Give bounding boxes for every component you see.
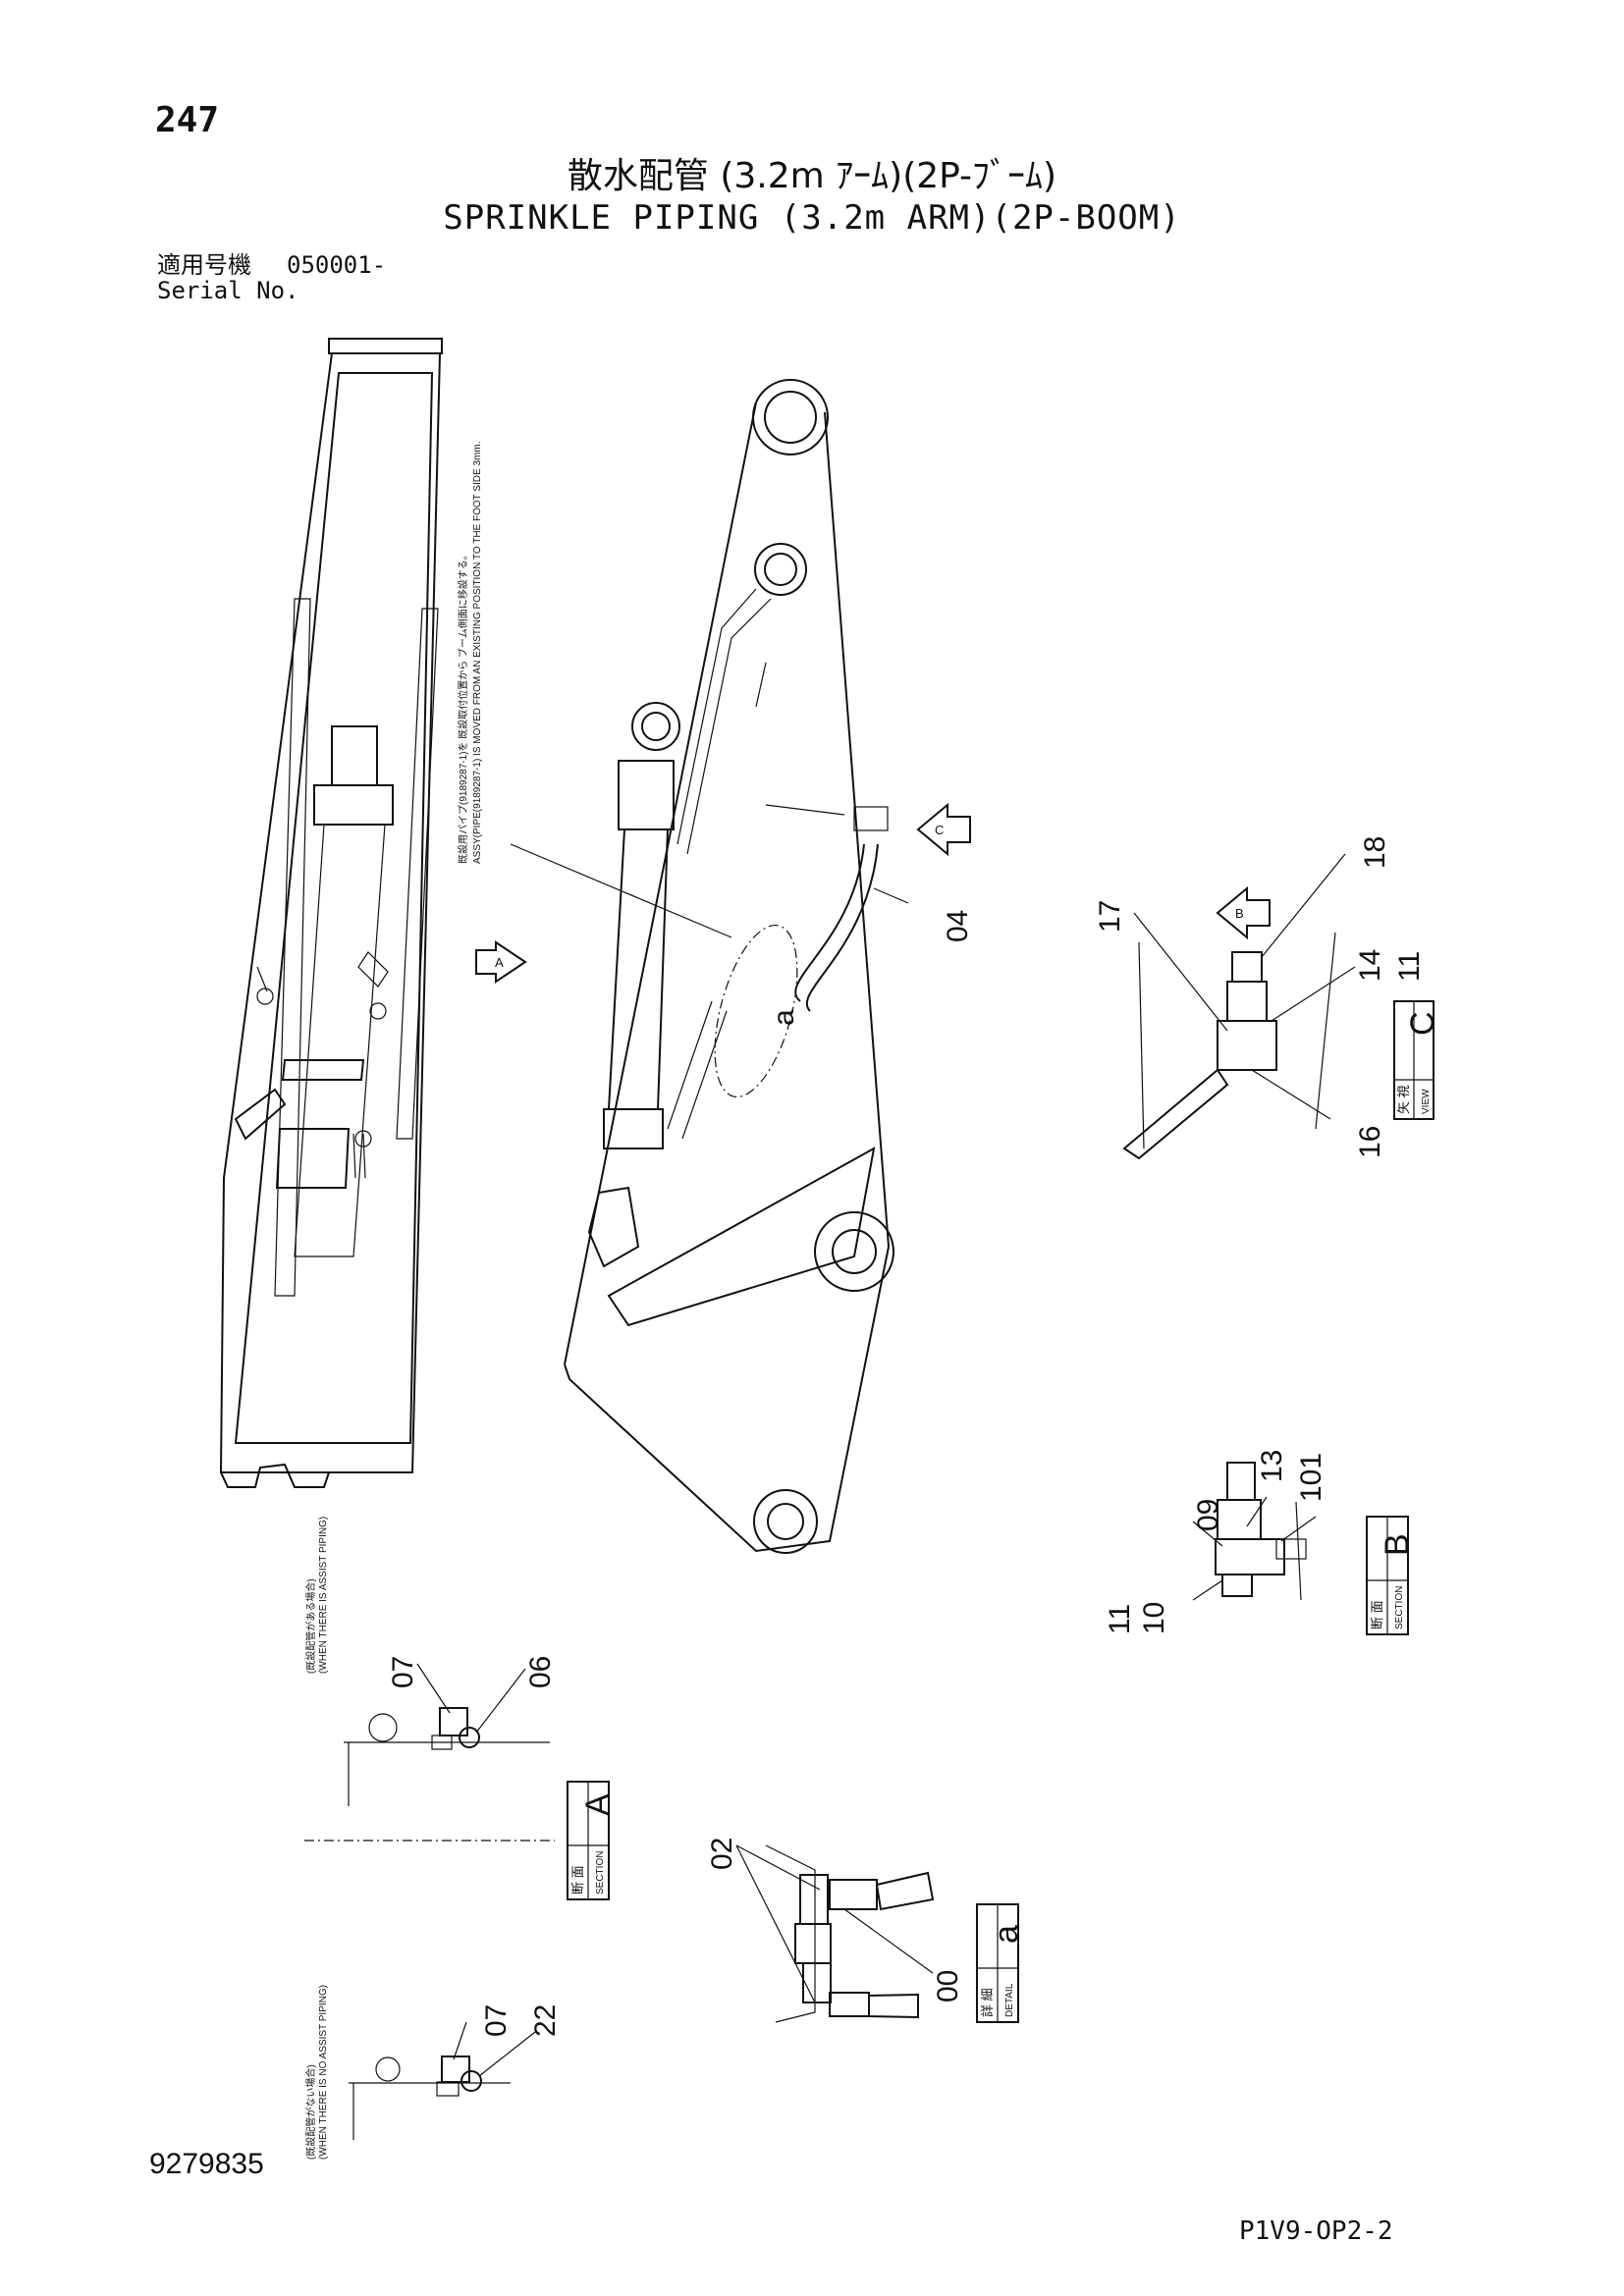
svg-text:C: C (1404, 1011, 1441, 1036)
part-00: 00 (932, 1970, 964, 2002)
serial-block: 適用号機 050001- Serial No. (157, 252, 386, 303)
part-22: 22 (529, 2004, 562, 2037)
serial-label-jp: 適用号機 (157, 251, 251, 279)
part-06: 06 (524, 1656, 557, 1688)
part-09: 09 (1192, 1499, 1224, 1531)
note-leader (510, 843, 732, 938)
detail-a: 02 00 a 詳 細 DETAIL (706, 1838, 1025, 2023)
svg-text:VIEW: VIEW (1421, 1089, 1432, 1114)
section-a-note-bottom-jp: (既設配管がない場合) (304, 2064, 317, 2160)
view-c-detail: 17 18 14 11 16 C 矢 視 VIEW (1094, 836, 1441, 1160)
sheet-code: P1V9-OP2-2 (1239, 2216, 1393, 2246)
part-11: 11 (1393, 951, 1426, 982)
svg-text:A: A (579, 1793, 617, 1816)
svg-text:詳 細: 詳 細 (980, 1988, 995, 2017)
section-a-note-bottom-en: (WHEN THERE IS NO ASSIST PIPING) (318, 1985, 329, 2160)
svg-text:a: a (988, 1925, 1025, 1944)
svg-text:断 面: 断 面 (1370, 1600, 1384, 1629)
view-arrow-b: B (1216, 885, 1271, 940)
arm-assembly (219, 338, 443, 1488)
part-04: 04 (942, 910, 974, 942)
svg-text:SECTION: SECTION (1394, 1586, 1405, 1629)
part-07-a: 07 (387, 1656, 419, 1688)
svg-text:A: A (495, 955, 504, 970)
section-a-note-top-en: (WHEN THERE IS ASSIST PIPING) (318, 1517, 329, 1674)
svg-text:SECTION: SECTION (595, 1851, 606, 1895)
part-10: 10 (1138, 1602, 1170, 1634)
part-02: 02 (706, 1838, 738, 1870)
svg-text:ASSY(PIPE(9189287-1) IS MOVED: ASSY(PIPE(9189287-1) IS MOVED FROM AN EX… (472, 442, 483, 864)
title-japanese: 散水配管 (3.2m ｱｰﾑ)(2P-ﾌﾞｰﾑ) (567, 156, 1057, 196)
section-a-note-top-jp: (既設配管がある場合) (304, 1578, 317, 1674)
part-101: 101 (1295, 1453, 1327, 1502)
svg-text:C: C (935, 823, 944, 837)
part-07-b: 07 (480, 2004, 513, 2037)
page-number: 247 (155, 100, 220, 140)
callout-a: a (768, 1009, 800, 1026)
boom-note: 既設用パイプ(9189287-1)を 既設取付位置から ブーム側面に移設する。 … (457, 442, 483, 864)
svg-text:B: B (1235, 906, 1244, 921)
part-11-b: 11 (1104, 1604, 1136, 1634)
serial-value: 050001- (287, 251, 387, 279)
svg-text:既設用パイプ(9189287-1)を 既設取付位置から ブー: 既設用パイプ(9189287-1)を 既設取付位置から ブーム側面に移設する。 (457, 550, 469, 864)
drawing-number: 9279835 (149, 2148, 264, 2180)
part-14: 14 (1354, 949, 1386, 982)
part-18: 18 (1359, 836, 1391, 869)
svg-text:B: B (1379, 1533, 1416, 1556)
svg-text:矢 視: 矢 視 (1396, 1085, 1411, 1114)
serial-label-en: Serial No. (157, 277, 299, 304)
svg-text:DETAIL: DETAIL (1004, 1983, 1015, 2017)
section-a-detail: (既設配管がある場合) (WHEN THERE IS ASSIST PIPING… (304, 1517, 617, 2160)
view-arrow-c: C (916, 802, 971, 857)
part-13: 13 (1256, 1450, 1288, 1482)
section-b-detail: 09 13 101 11 10 B 断 面 SECTION (1104, 1450, 1416, 1635)
part-16: 16 (1354, 1126, 1386, 1158)
title-english: SPRINKLE PIPING (3.2m ARM)(2P-BOOM) (443, 198, 1181, 238)
svg-text:断 面: 断 面 (570, 1865, 585, 1895)
boom-assembly (564, 379, 894, 1554)
part-17: 17 (1094, 900, 1126, 933)
view-arrow-a: A (475, 940, 527, 984)
